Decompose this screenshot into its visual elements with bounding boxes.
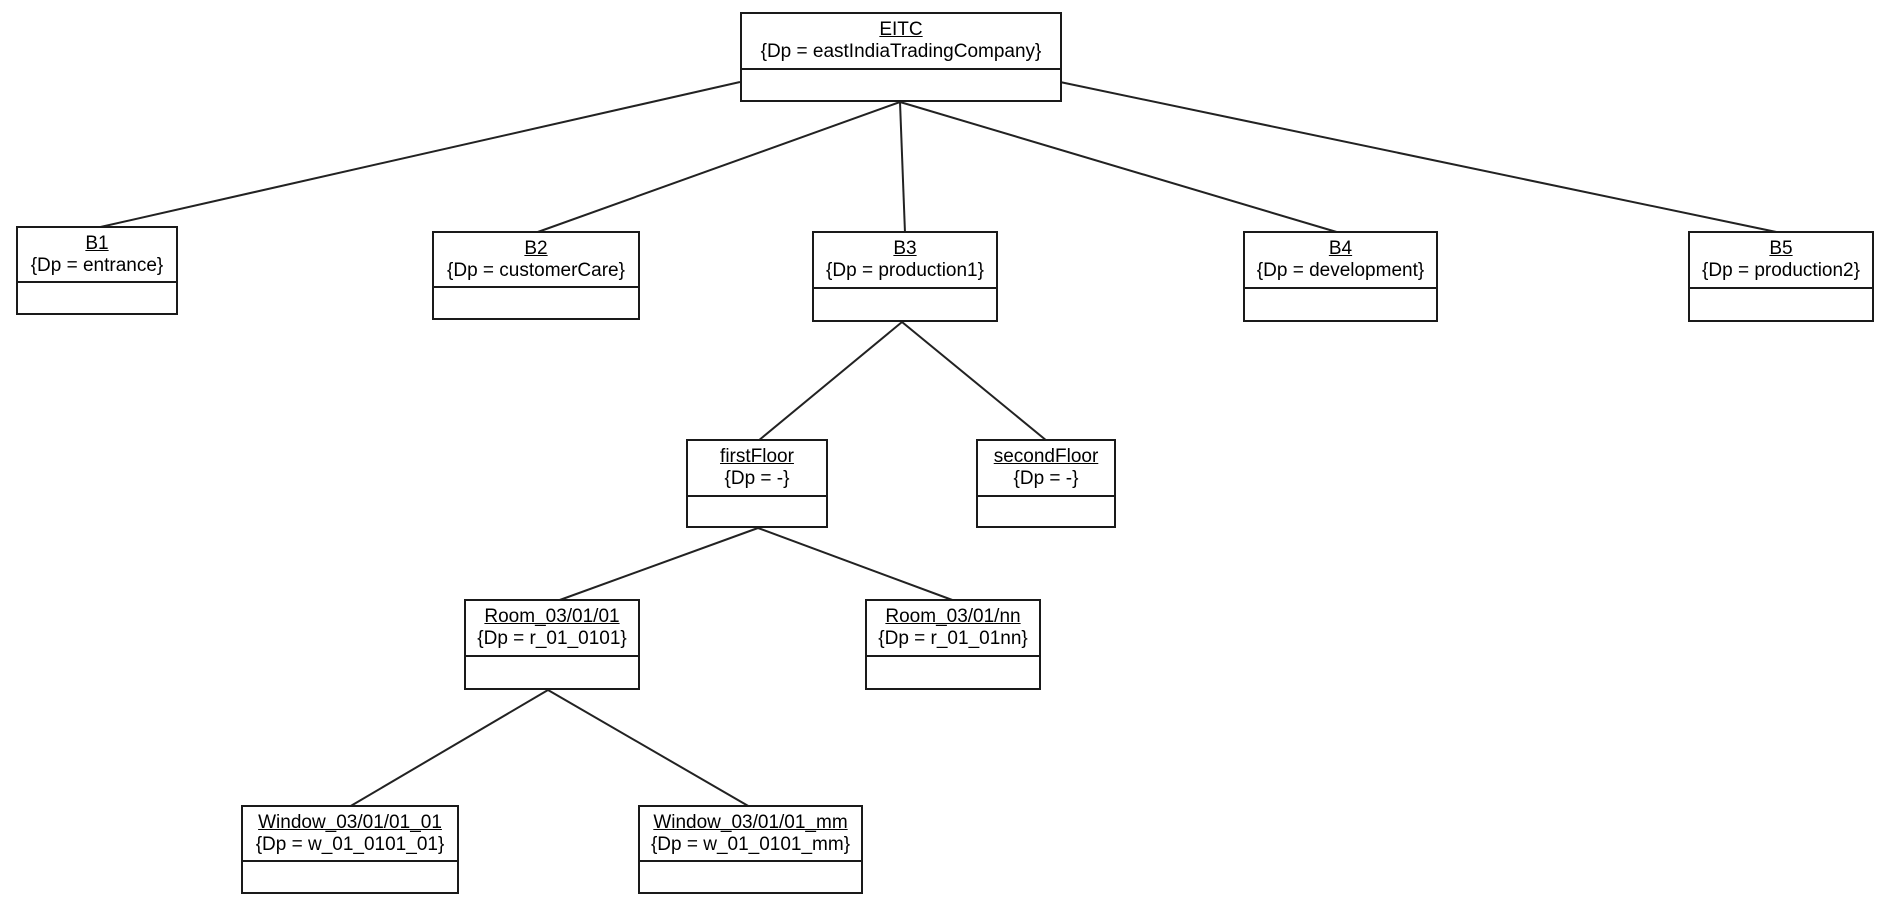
node-room-nn-dp: {Dp = r_01_01nn} [878,628,1028,649]
node-b5-name: B5 [1769,238,1793,259]
node-b1-dp: {Dp = entrance} [30,254,164,276]
node-first-floor-dp: {Dp = -} [724,468,790,489]
edge-room1-win1 [348,689,549,808]
node-b1-name: B1 [85,232,109,254]
edge-eitc-b3 [899,101,906,234]
node-eitc: EITC {Dp = eastIndiaTradingCompany} [740,12,1062,102]
node-room-nn: Room_03/01/nn {Dp = r_01_01nn} [865,599,1041,690]
edge-b3-first [757,321,903,442]
edge-eitc-b5 [1059,81,1782,234]
node-room-nn-name: Room_03/01/nn [885,606,1021,627]
node-window-mm-dp: {Dp = w_01_0101_mm} [650,833,851,855]
node-second-floor-name: secondFloor [993,446,1099,467]
node-second-floor-dp: {Dp = -} [1013,468,1079,489]
edge-first-roomn [757,527,956,602]
node-b2: B2 {Dp = customerCare} [432,231,640,320]
node-b4: B4 {Dp = development} [1243,231,1438,322]
edge-eitc-b4 [899,101,1341,234]
edge-b3-second [901,321,1048,442]
edge-first-room1 [556,527,759,602]
node-window-01: Window_03/01/01_01 {Dp = w_01_0101_01} [241,805,459,894]
node-b2-name: B2 [524,237,548,259]
node-window-mm-name: Window_03/01/01_mm [653,811,848,833]
node-window-01-dp: {Dp = w_01_0101_01} [255,833,445,855]
node-b4-name: B4 [1328,238,1353,259]
node-first-floor-name: firstFloor [720,446,794,467]
node-window-mm: Window_03/01/01_mm {Dp = w_01_0101_mm} [638,805,863,894]
node-b4-dp: {Dp = development} [1256,260,1425,281]
node-eitc-dp: {Dp = eastIndiaTradingCompany} [760,41,1042,62]
node-eitc-name: EITC [879,19,923,40]
node-b5: B5 {Dp = production2} [1688,231,1874,322]
edge-eitc-b1 [95,81,741,229]
edge-eitc-b2 [534,101,901,234]
node-room-01: Room_03/01/01 {Dp = r_01_0101} [464,599,640,690]
node-b3-name: B3 [893,238,917,259]
node-window-01-name: Window_03/01/01_01 [258,811,442,833]
node-first-floor: firstFloor {Dp = -} [686,439,828,528]
node-b1: B1 {Dp = entrance} [16,226,178,315]
node-room-01-name: Room_03/01/01 [484,606,620,627]
node-b3: B3 {Dp = production1} [812,231,998,322]
node-second-floor: secondFloor {Dp = -} [976,439,1116,528]
node-b5-dp: {Dp = production2} [1702,260,1860,281]
edge-room1-winm [547,689,751,808]
node-room-01-dp: {Dp = r_01_0101} [477,628,627,649]
node-b3-dp: {Dp = production1} [826,260,984,281]
node-b2-dp: {Dp = customerCare} [447,259,625,281]
